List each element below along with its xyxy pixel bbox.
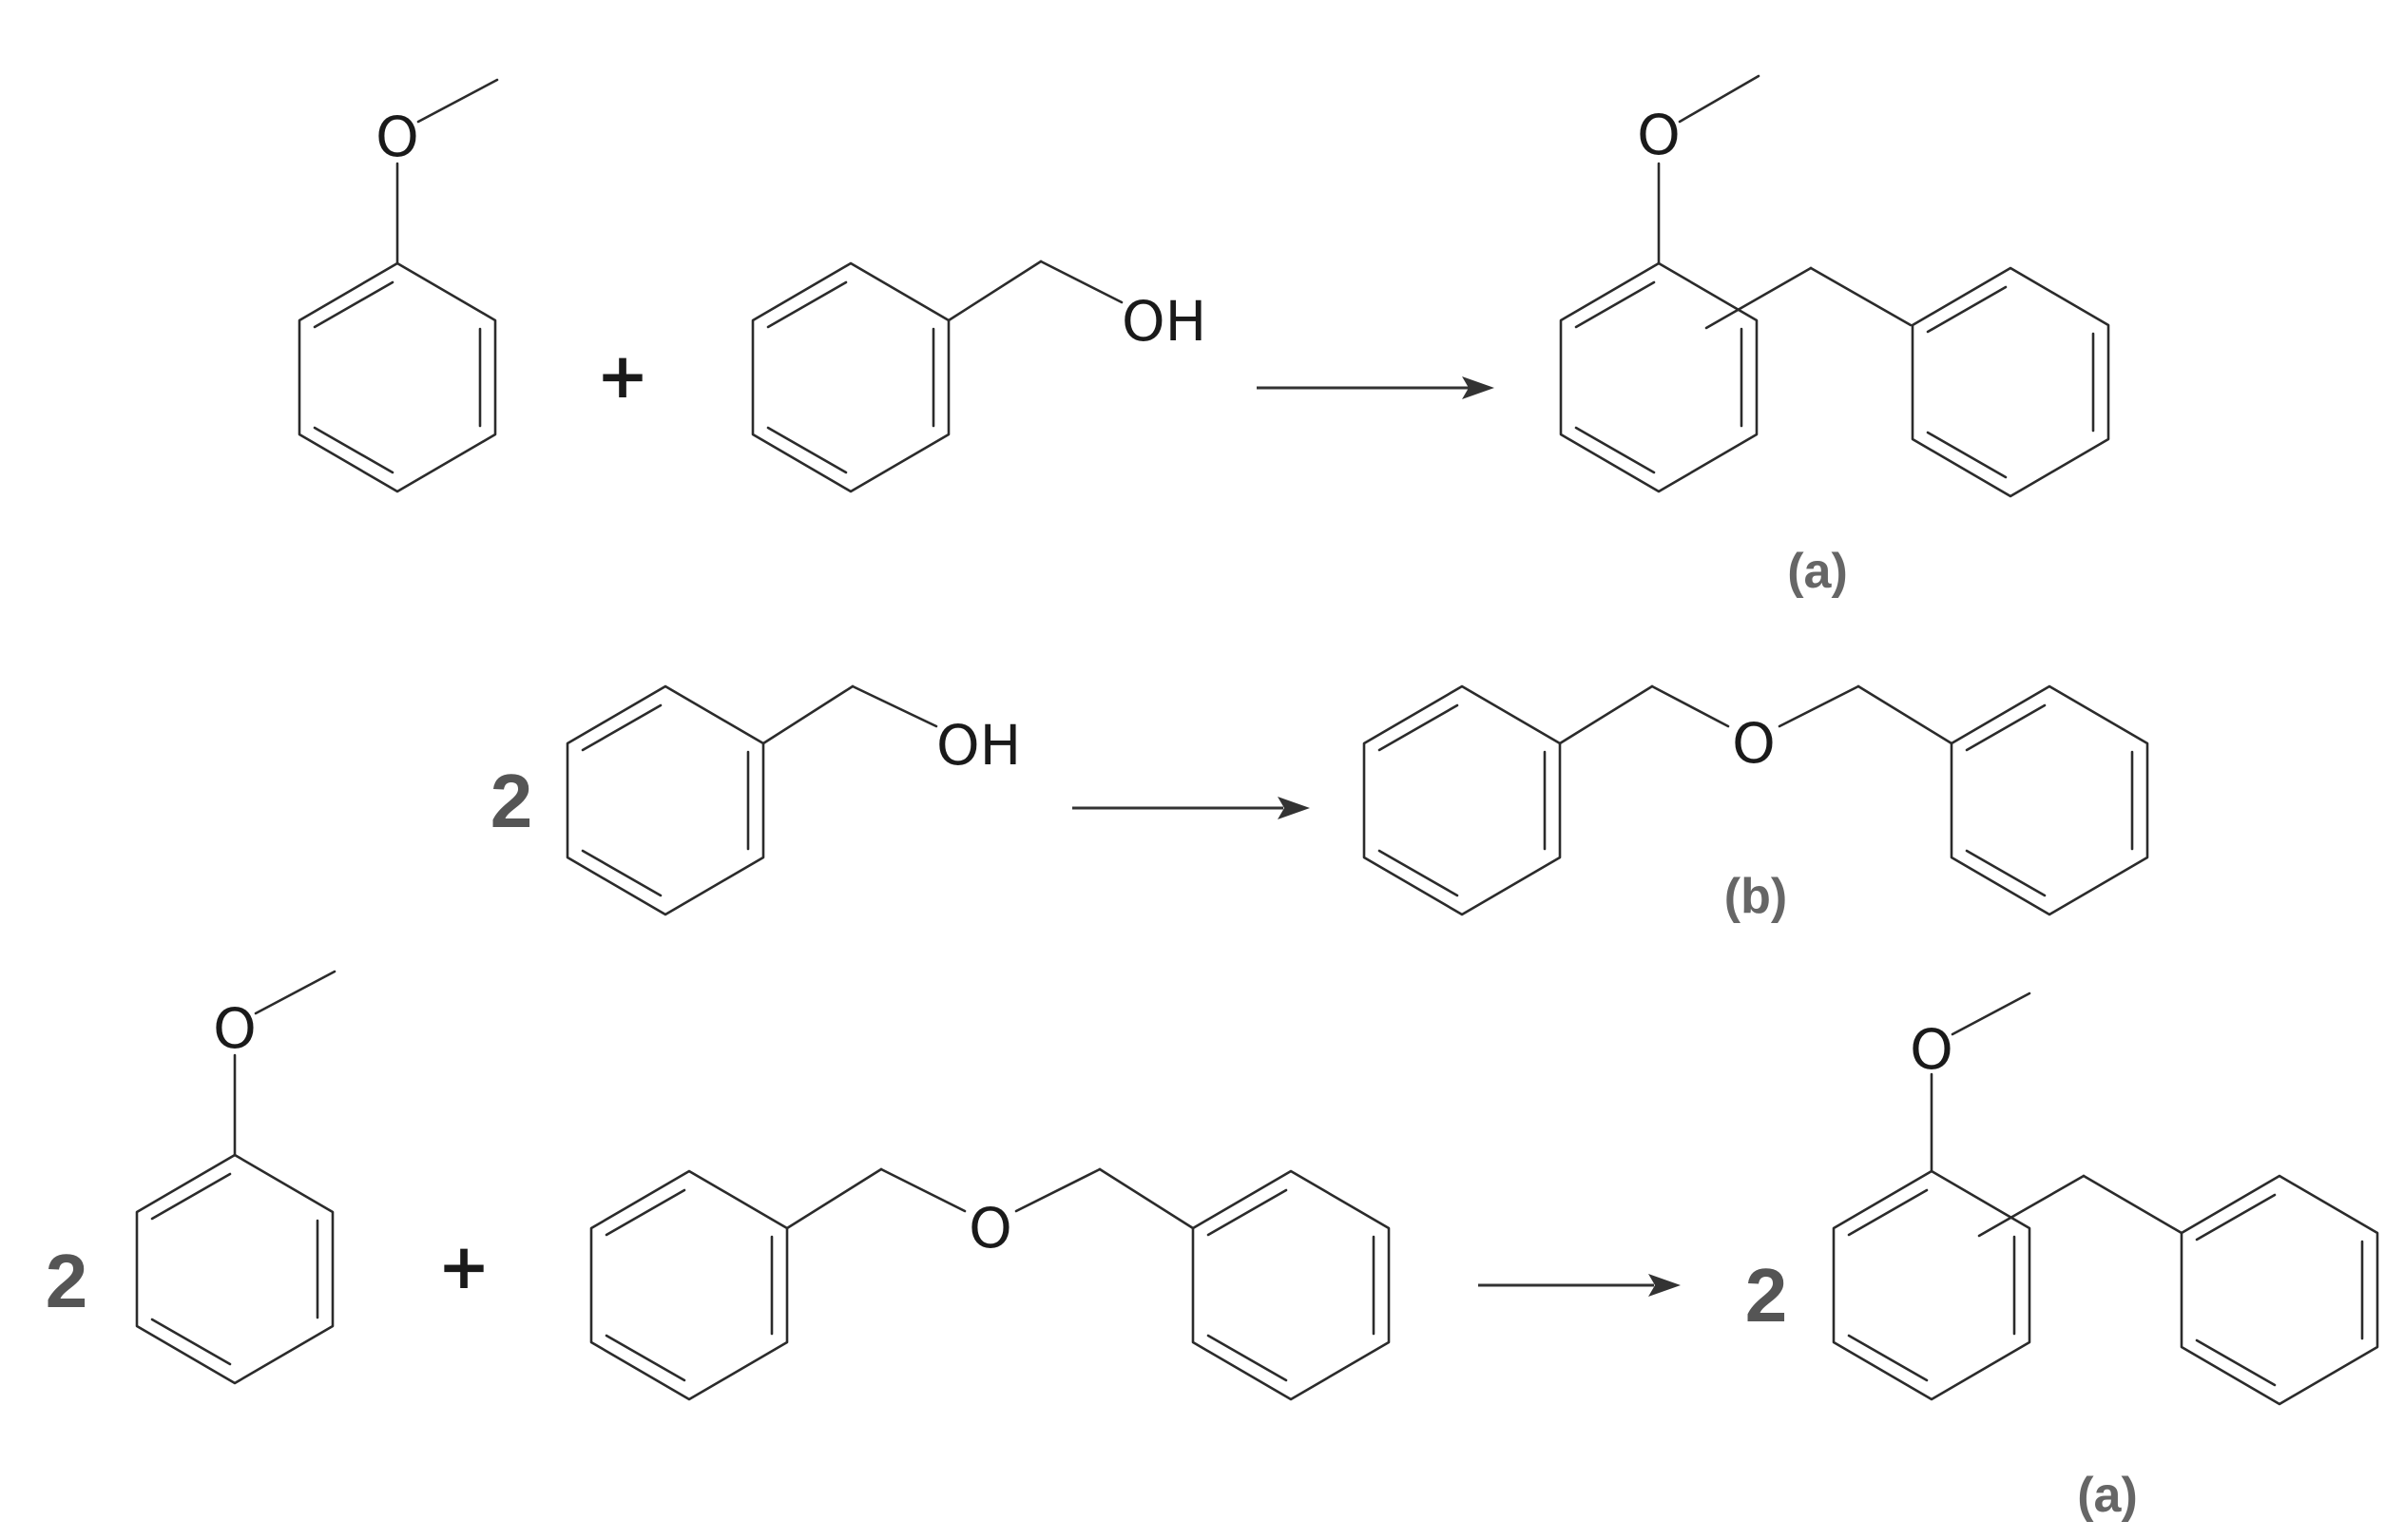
reaction-arrow xyxy=(1257,376,1494,399)
stoichiometric-coefficient: 2 xyxy=(1745,1253,1788,1338)
hydroxyl-group-label: OH xyxy=(1122,289,1206,354)
oxygen-atom-label: O xyxy=(1637,103,1681,167)
stoichiometric-coefficient: 2 xyxy=(490,759,533,843)
anisole-molecule: O xyxy=(298,78,499,493)
reaction-arrow xyxy=(1478,1274,1681,1297)
oxygen-atom-label: O xyxy=(213,996,257,1061)
product-label-b: (b) xyxy=(1724,869,1787,924)
dibenzyl-ether-molecule: O xyxy=(589,1167,1391,1401)
benzylanisole-product: O xyxy=(1559,74,2110,498)
oxygen-atom-label: O xyxy=(375,105,419,169)
oxygen-atom-label: O xyxy=(1910,1017,1953,1082)
stoichiometric-coefficient: 2 xyxy=(46,1239,88,1323)
benzyl-alcohol-molecule: OH xyxy=(566,684,1021,916)
reaction-arrow xyxy=(1072,797,1310,819)
product-label-a: (a) xyxy=(2077,1468,2138,1523)
anisole-molecule: O xyxy=(135,970,337,1385)
benzylanisole-product: O xyxy=(1832,991,2379,1406)
reaction-3: 2 O + O xyxy=(46,970,2379,1523)
oxygen-atom-label: O xyxy=(969,1196,1012,1261)
dibenzyl-ether-product: O xyxy=(1362,684,2149,916)
oxygen-atom-label: O xyxy=(1732,711,1776,776)
benzyl-alcohol-molecule: OH xyxy=(751,260,1206,493)
plus-sign: + xyxy=(596,339,648,413)
hydroxyl-group-label: OH xyxy=(936,713,1021,778)
reaction-1: O + OH O xyxy=(298,74,2110,599)
reaction-2: 2 OH O xyxy=(490,684,2149,924)
product-label-a: (a) xyxy=(1787,544,1848,599)
plus-sign: + xyxy=(437,1230,490,1303)
